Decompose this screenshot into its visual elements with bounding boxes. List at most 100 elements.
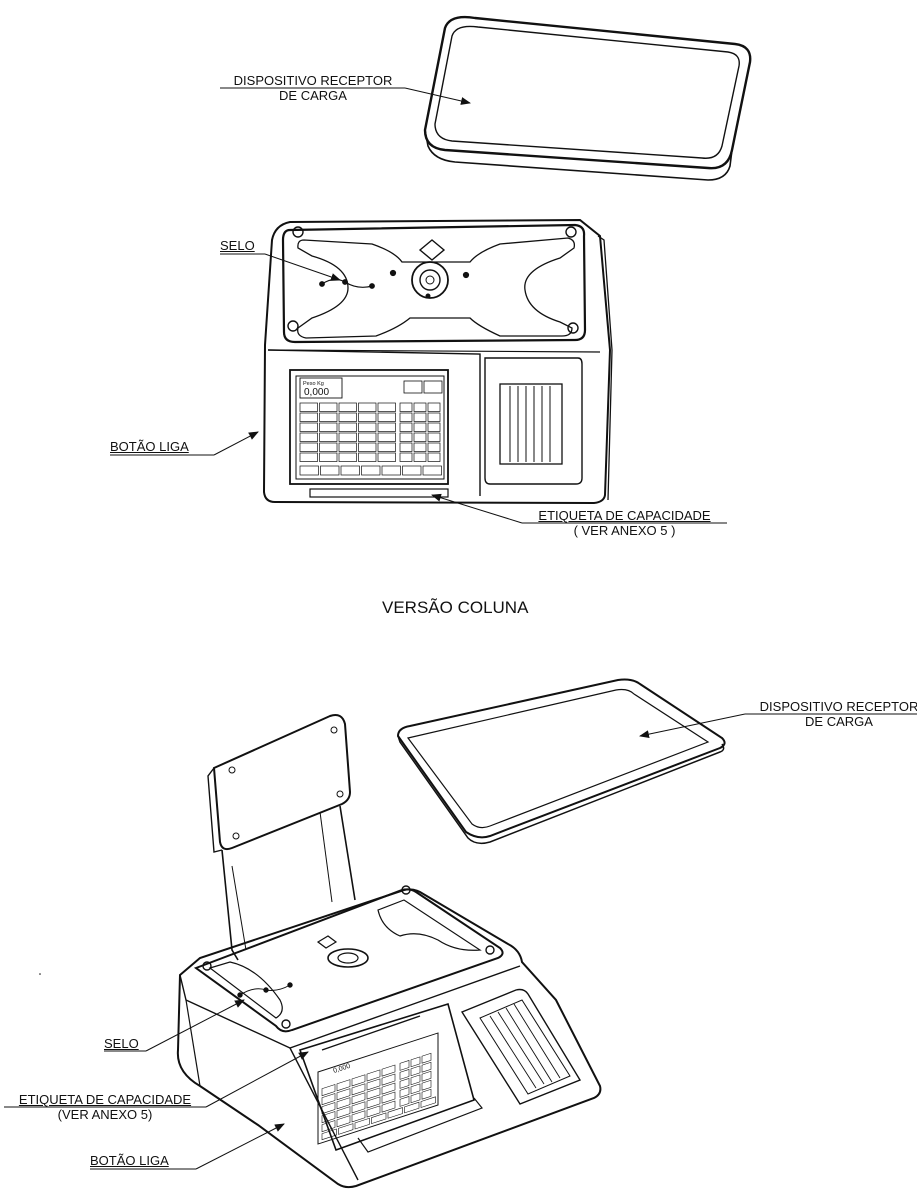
botao-liga-label-column: BOTÃO LIGA — [90, 1153, 169, 1168]
receptor-label-column-line1: DISPOSITIVO RECEPTOR — [759, 699, 917, 714]
etiqueta-label-column: ETIQUETA DE CAPACIDADE (VER ANEXO 5) — [4, 1092, 206, 1122]
plu-key — [358, 432, 377, 442]
column-plu-key — [321, 1120, 336, 1133]
column-plu-key — [351, 1092, 366, 1105]
plu-key — [338, 432, 357, 442]
column-plu-key — [366, 1087, 381, 1100]
plu-key — [338, 412, 357, 422]
plu-key — [377, 452, 396, 462]
etiqueta-label-top: ETIQUETA DE CAPACIDADE ( VER ANEXO 5 ) — [522, 508, 727, 538]
plu-key — [377, 422, 396, 432]
receptor-arrow-column — [639, 713, 746, 739]
botao-arrow-column — [195, 1123, 285, 1170]
column-plu-key — [321, 1111, 336, 1124]
etiqueta-label-column-line1: ETIQUETA DE CAPACIDADE — [18, 1092, 192, 1107]
numeric-key — [413, 452, 427, 462]
column-plu-key — [336, 1088, 351, 1101]
column-plu-key — [381, 1082, 396, 1095]
numeric-key — [413, 442, 427, 452]
function-key — [422, 465, 442, 476]
etiqueta-label-top-line2: ( VER ANEXO 5 ) — [573, 523, 676, 538]
plu-key — [338, 422, 357, 432]
column-function-key — [404, 1101, 420, 1114]
numeric-key — [399, 442, 413, 452]
column-plu-key — [336, 1097, 351, 1110]
column-plu-key — [351, 1083, 366, 1096]
plu-key — [338, 442, 357, 452]
plu-key — [358, 442, 377, 452]
numeric-key — [399, 402, 413, 412]
numeric-key — [427, 402, 441, 412]
column-plu-key — [366, 1078, 381, 1091]
load-receptor-platter-column — [396, 678, 726, 845]
column-plu-key — [351, 1101, 366, 1114]
screen-weight-caption: Peso Kg — [303, 381, 324, 387]
plu-key — [358, 422, 377, 432]
function-key — [299, 465, 319, 476]
column-plu-key — [336, 1115, 351, 1128]
scale-body-top-view — [262, 218, 613, 505]
column-plu-key — [366, 1069, 381, 1082]
numeric-key — [399, 412, 413, 422]
plu-key — [377, 442, 396, 452]
column-numeric-key — [410, 1074, 421, 1086]
etiqueta-label-column-line2: (VER ANEXO 5) — [57, 1107, 153, 1122]
receptor-label-top: DISPOSITIVO RECEPTOR DE CARGA — [218, 73, 408, 103]
numeric-key — [427, 432, 441, 442]
column-plu-key — [381, 1064, 396, 1077]
touch-screen-column — [317, 1032, 439, 1145]
numeric-key — [427, 412, 441, 422]
numeric-key — [413, 412, 427, 422]
column-numeric-key — [410, 1083, 421, 1095]
plu-key — [377, 412, 396, 422]
column-numeric-key — [421, 1052, 432, 1064]
plu-key — [358, 412, 377, 422]
plu-key — [299, 442, 318, 452]
plu-key — [319, 402, 338, 412]
plu-key — [319, 442, 338, 452]
column-plu-key — [381, 1091, 396, 1104]
etiqueta-arrow-column — [205, 1051, 309, 1108]
botao-arrow-top — [213, 431, 259, 456]
plu-key-grid-top — [299, 402, 396, 462]
numeric-key — [413, 402, 427, 412]
column-plu-key — [351, 1110, 366, 1123]
plu-key — [319, 412, 338, 422]
column-function-key — [371, 1112, 387, 1125]
receptor-label-column: DISPOSITIVO RECEPTOR DE CARGA — [744, 699, 917, 729]
column-function-key — [338, 1123, 354, 1135]
column-numeric-key — [399, 1096, 410, 1107]
receptor-arrow-top — [404, 87, 471, 105]
numeric-keypad-top — [399, 402, 441, 462]
numeric-key — [413, 422, 427, 432]
plu-key — [299, 402, 318, 412]
plu-key — [377, 402, 396, 412]
column-numeric-key — [410, 1065, 421, 1077]
botao-liga-label-top: BOTÃO LIGA — [110, 439, 189, 454]
column-function-key — [354, 1117, 370, 1130]
column-numeric-key — [410, 1092, 421, 1104]
numeric-key — [427, 442, 441, 452]
column-numeric-key — [399, 1060, 410, 1071]
function-key — [320, 465, 340, 476]
load-receptor-platter — [423, 15, 752, 181]
plu-key — [358, 402, 377, 412]
plu-key — [358, 452, 377, 462]
receptor-label-top-line2: DE CARGA — [279, 88, 347, 103]
selo-arrow-column — [145, 999, 245, 1052]
column-screen-frame — [317, 1032, 439, 1145]
display-column-tower — [207, 714, 356, 961]
function-key — [361, 465, 381, 476]
selo-arrow-top — [264, 253, 341, 281]
column-plu-key — [336, 1106, 351, 1119]
column-plu-key — [321, 1084, 336, 1097]
column-plu-key — [381, 1100, 396, 1113]
column-plu-key — [336, 1079, 351, 1092]
column-numeric-key — [421, 1088, 432, 1100]
column-numeric-key — [399, 1087, 410, 1098]
numeric-key — [399, 452, 413, 462]
column-numeric-key — [399, 1069, 410, 1080]
plu-key — [319, 452, 338, 462]
screen-weight-value-column: 0,000 — [332, 1063, 351, 1075]
